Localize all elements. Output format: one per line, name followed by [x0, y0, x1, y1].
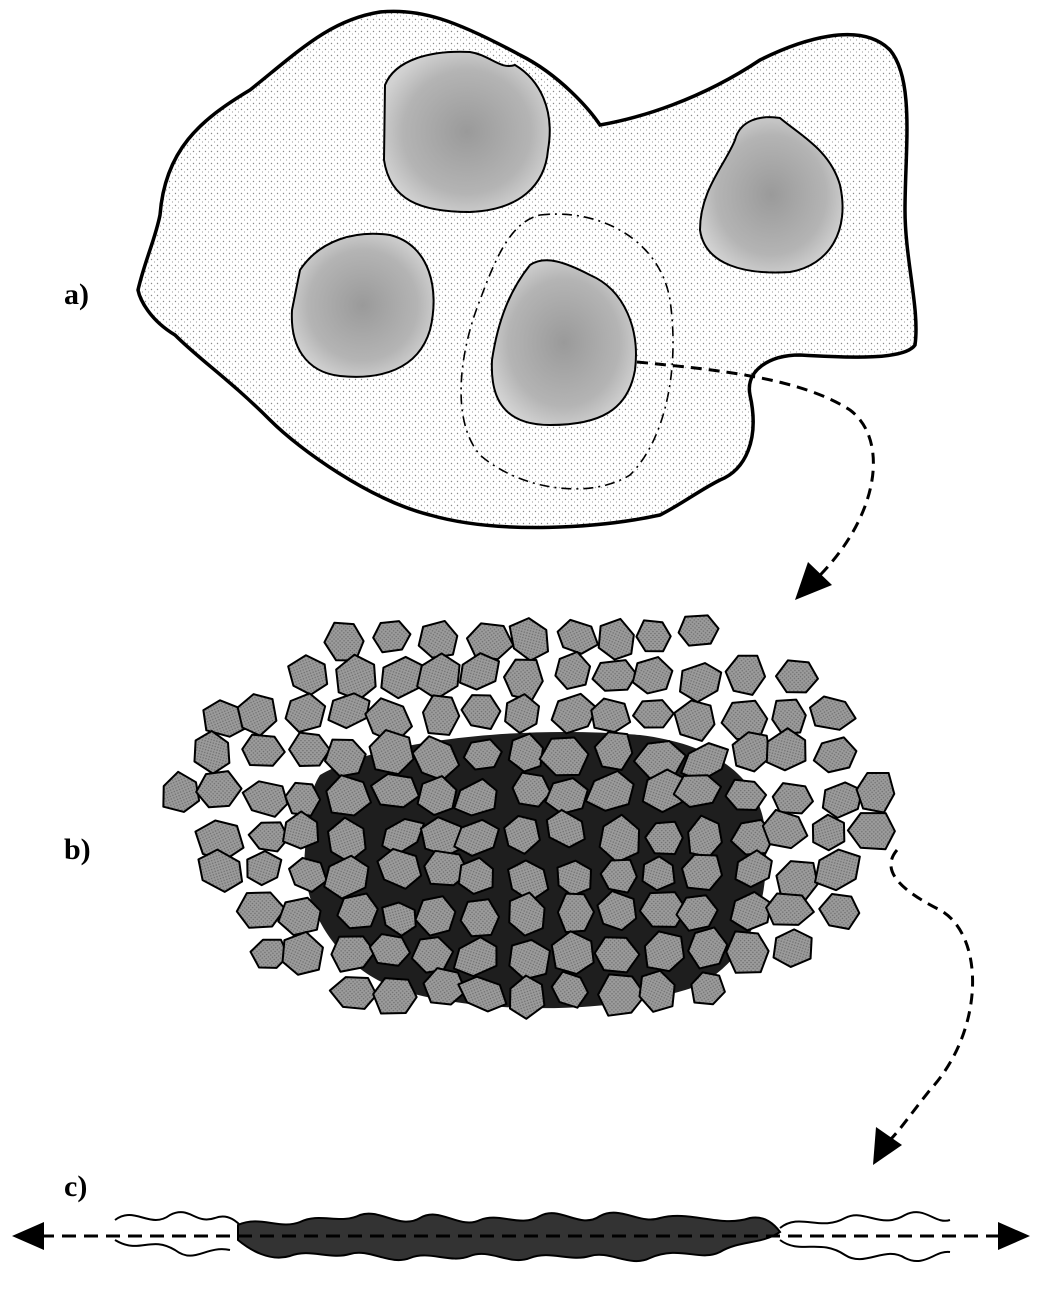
- core-left: [292, 234, 434, 377]
- grain: [328, 975, 378, 1010]
- grain: [281, 650, 334, 699]
- panel-label-a: a): [64, 280, 89, 310]
- grain: [591, 659, 638, 693]
- grain: [281, 690, 331, 735]
- grain: [372, 620, 412, 653]
- grain: [775, 660, 819, 694]
- grain: [195, 770, 243, 808]
- panel-b-grain-packing: [156, 612, 896, 1024]
- grain: [723, 652, 767, 696]
- grain: [669, 697, 719, 743]
- grain: [587, 695, 635, 737]
- grain: [806, 810, 852, 855]
- grain: [726, 931, 769, 973]
- panel-label-c: c): [64, 1172, 87, 1202]
- core-top-left: [384, 52, 550, 212]
- grain: [628, 654, 677, 697]
- profile-outline-left: [115, 1212, 245, 1256]
- grain: [191, 844, 250, 897]
- grain: [240, 846, 287, 889]
- grain: [766, 924, 820, 974]
- panel-label-b: b): [64, 835, 91, 865]
- grain: [817, 893, 861, 930]
- grain: [239, 777, 291, 819]
- grain: [421, 695, 461, 736]
- grain: [372, 977, 418, 1015]
- grain: [503, 612, 555, 666]
- grain: [592, 616, 640, 663]
- arrow-head-b-to-c: [873, 1127, 902, 1165]
- grain: [276, 928, 330, 980]
- grain: [551, 650, 594, 692]
- grain-cluster: [156, 612, 896, 1024]
- grain: [636, 620, 671, 652]
- grain: [807, 842, 869, 897]
- grain: [289, 733, 330, 767]
- panel-a-aggregate: [138, 11, 916, 527]
- grain: [461, 695, 501, 730]
- panel-c-pore-profile: [12, 1212, 1030, 1261]
- arrow-head-right: [998, 1222, 1030, 1250]
- grain: [806, 694, 859, 734]
- grain: [241, 734, 286, 767]
- arrow-head-left: [12, 1222, 44, 1250]
- grain: [673, 656, 729, 706]
- grain: [677, 614, 720, 647]
- grain: [810, 735, 859, 774]
- grain: [848, 813, 896, 850]
- grain: [854, 770, 896, 814]
- grain: [464, 621, 515, 662]
- grain: [498, 691, 546, 737]
- dashed-arrow-icon: [890, 850, 973, 1140]
- grain: [632, 700, 674, 729]
